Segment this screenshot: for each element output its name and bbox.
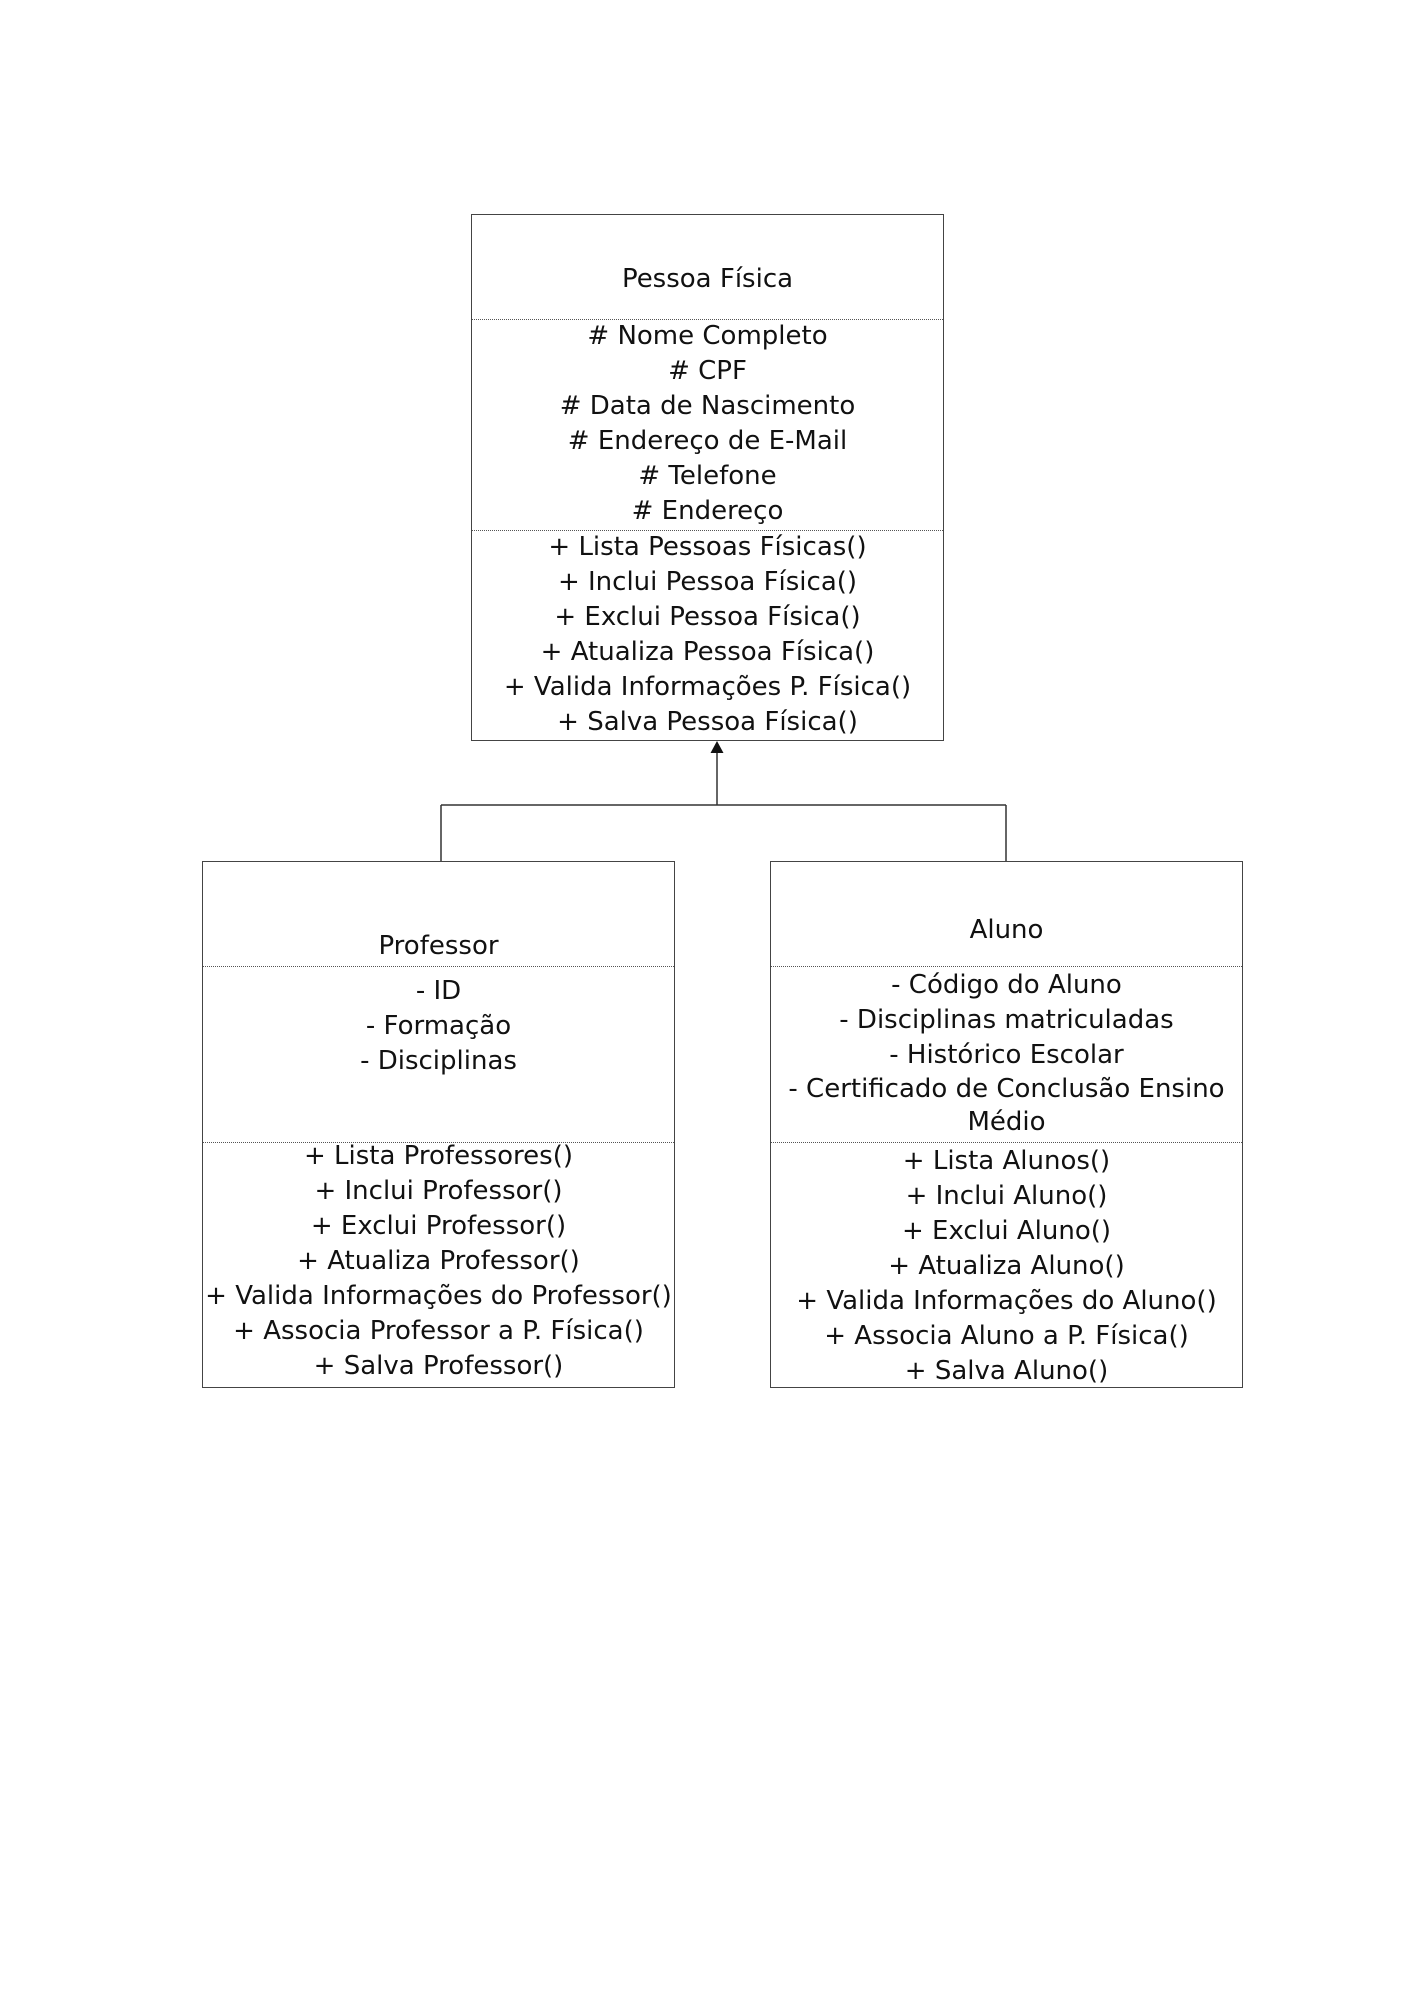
methods-separator: [472, 530, 943, 531]
method-item: + Valida Informações do Aluno(): [796, 1286, 1217, 1316]
methods-separator: [771, 1142, 1242, 1143]
method-item: + Inclui Aluno(): [905, 1181, 1108, 1211]
method-item: + Atualiza Aluno(): [888, 1251, 1125, 1281]
method-item: + Associa Aluno a P. Física(): [824, 1321, 1189, 1351]
attributes-list: # Nome Completo # CPF # Data de Nascimen…: [472, 319, 943, 529]
attribute-item: - Disciplinas matriculadas: [839, 1005, 1174, 1035]
method-item: + Exclui Aluno(): [901, 1216, 1112, 1246]
method-item: + Salva Pessoa Física(): [557, 707, 858, 737]
method-item: + Valida Informações P. Física(): [503, 672, 912, 702]
method-item: + Inclui Professor(): [314, 1176, 563, 1206]
attribute-item: - ID: [415, 976, 462, 1006]
methods-list: + Lista Pessoas Físicas() + Inclui Pesso…: [472, 530, 943, 740]
attributes-separator: [203, 966, 674, 967]
attribute-item: - Código do Aluno: [891, 970, 1122, 1000]
method-item: + Atualiza Pessoa Física(): [540, 637, 875, 667]
inheritance-arrowhead-icon: [710, 741, 724, 753]
class-professor: Professor - ID - Formação - Disciplinas …: [202, 861, 675, 1388]
method-item: + Exclui Professor(): [310, 1211, 567, 1241]
method-item: + Exclui Pessoa Física(): [554, 602, 861, 632]
attribute-item: - Formação: [365, 1011, 512, 1041]
method-item: + Salva Aluno(): [904, 1356, 1109, 1386]
attribute-item: # Telefone: [638, 461, 777, 491]
methods-separator: [203, 1142, 674, 1143]
attribute-item: - Disciplinas: [360, 1046, 517, 1076]
class-name: Professor: [378, 931, 499, 961]
method-item: + Lista Pessoas Físicas(): [548, 532, 867, 562]
methods-list: + Lista Professores() + Inclui Professor…: [203, 1139, 674, 1384]
attribute-item: # Endereço de E-Mail: [567, 426, 848, 456]
attribute-item: # CPF: [668, 356, 747, 386]
attributes-separator: [771, 966, 1242, 967]
attribute-item: - Histórico Escolar: [889, 1040, 1124, 1070]
method-item: + Lista Alunos(): [902, 1146, 1111, 1176]
attribute-item: # Data de Nascimento: [559, 391, 856, 421]
method-item: + Atualiza Professor(): [297, 1246, 580, 1276]
attributes-list: - Código do Aluno - Disciplinas matricul…: [771, 968, 1242, 1139]
class-name: Aluno: [969, 915, 1044, 945]
method-item: + Valida Informações do Professor(): [205, 1281, 672, 1311]
method-item: + Inclui Pessoa Física(): [557, 567, 858, 597]
method-item: + Salva Professor(): [313, 1351, 564, 1381]
class-name: Pessoa Física: [621, 264, 794, 294]
class-aluno: Aluno - Código do Aluno - Disciplinas ma…: [770, 861, 1243, 1388]
methods-list: + Lista Alunos() + Inclui Aluno() + Excl…: [771, 1144, 1242, 1389]
attributes-separator: [472, 319, 943, 320]
method-item: + Associa Professor a P. Física(): [233, 1316, 644, 1346]
attribute-item: # Nome Completo: [587, 321, 828, 351]
attributes-list: - ID - Formação - Disciplinas: [203, 974, 674, 1079]
attribute-item: # Endereço: [631, 496, 784, 526]
class-pessoa-fisica: Pessoa Física # Nome Completo # CPF # Da…: [471, 214, 944, 741]
method-item: + Lista Professores(): [303, 1141, 574, 1171]
attribute-item: - Certificado de Conclusão Ensino Médio: [788, 1074, 1225, 1137]
